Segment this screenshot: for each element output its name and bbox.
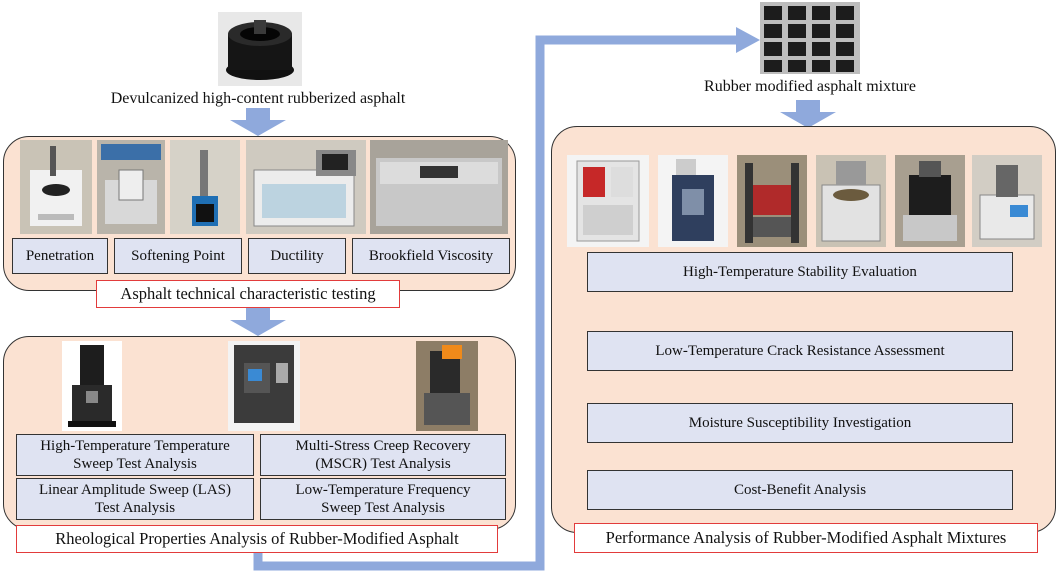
mixture-label: Performance Analysis of Rubber-Modified … <box>574 523 1038 553</box>
mixture-photo-4 <box>816 155 886 247</box>
rheology-label: Rheological Properties Analysis of Rubbe… <box>16 525 498 553</box>
top-right-caption: Rubber modified asphalt mixture <box>704 78 916 95</box>
ductility-photo-1 <box>170 140 240 234</box>
penetration-photo <box>20 140 92 234</box>
mixture-high-temp-stability: High-Temperature Stability Evaluation <box>587 252 1013 292</box>
top-left-caption: Devulcanized high-content rubberized asp… <box>110 90 406 107</box>
brookfield-viscosity-photo <box>370 140 508 234</box>
mixture-photo-3 <box>737 155 807 247</box>
mixture-photo-6 <box>972 155 1042 247</box>
mixture-photo-5 <box>895 155 965 247</box>
mixture-cost-benefit: Cost-Benefit Analysis <box>587 470 1013 510</box>
mixture-low-temp-crack: Low-Temperature Crack Resistance Assessm… <box>587 331 1013 371</box>
mixture-photo-1 <box>567 155 649 247</box>
test-softening-point: Softening Point <box>114 238 242 274</box>
mixture-samples-photo <box>760 2 860 74</box>
ductility-photo-2 <box>246 140 366 234</box>
mixture-moisture-susceptibility: Moisture Susceptibility Investigation <box>587 403 1013 443</box>
test-penetration: Penetration <box>12 238 108 274</box>
asphalt-testing-label: Asphalt technical characteristic testing <box>96 280 400 308</box>
frequency-sweep-photo <box>416 341 478 431</box>
dsr-rheometer-photo <box>62 341 122 431</box>
softening-point-photo <box>97 140 165 234</box>
test-brookfield-viscosity: Brookfield Viscosity <box>352 238 510 274</box>
rubberized-asphalt-photo <box>218 12 302 86</box>
environmental-chamber-photo <box>228 341 300 431</box>
mixture-photo-2 <box>658 155 728 247</box>
rheo-las: Linear Amplitude Sweep (LAS)Test Analysi… <box>16 478 254 520</box>
arrow-down-2 <box>230 308 286 336</box>
rheo-mscr: Multi-Stress Creep Recovery(MSCR) Test A… <box>260 434 506 476</box>
arrow-down-3 <box>780 100 836 128</box>
test-ductility: Ductility <box>248 238 346 274</box>
arrow-down-1 <box>230 108 286 136</box>
